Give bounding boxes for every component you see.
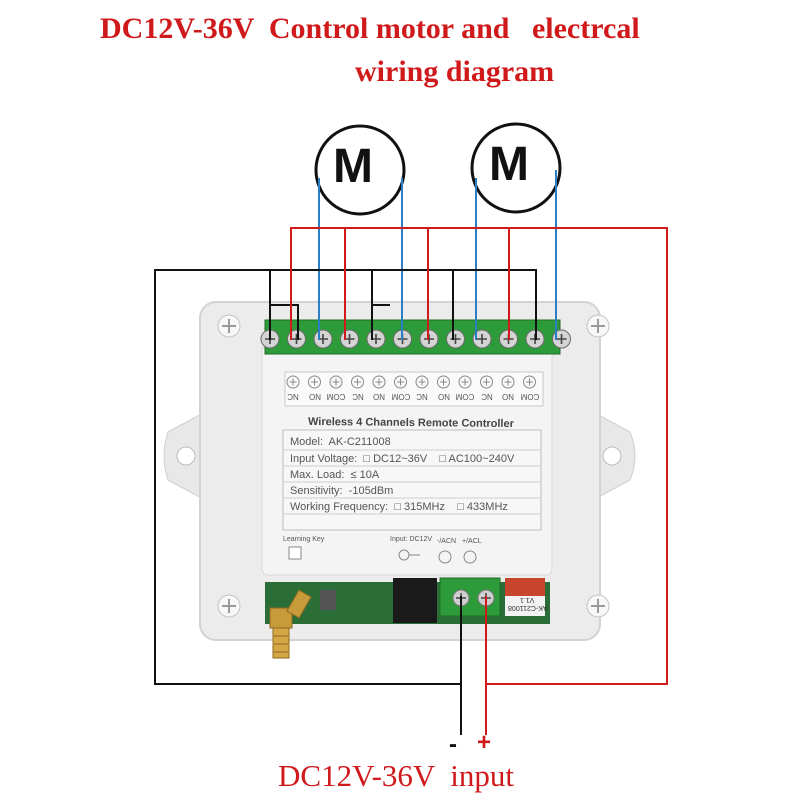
spec-input-voltage: Input Voltage: □ DC12~36V □ AC100~240V	[290, 453, 515, 465]
black-wiring	[154, 269, 537, 735]
terminal-label: NC	[351, 392, 364, 401]
motor-2-symbol: M	[489, 138, 529, 191]
strip-terminal-icon	[308, 375, 321, 389]
board-model-label: AK-C211008	[508, 604, 548, 611]
spec-label-box	[282, 429, 542, 531]
terminal-label-strip	[284, 371, 544, 407]
board-version-label: V1.1	[520, 596, 535, 603]
right-mount-hole	[602, 446, 622, 466]
learning-key-label: Learning Key	[283, 536, 325, 543]
strip-terminal-icon	[372, 375, 386, 389]
acn-label: -/ACN	[437, 538, 457, 545]
learning-key-icon	[288, 546, 302, 560]
acl-terminal-icon	[463, 550, 477, 564]
positive-terminal-sign: +	[477, 729, 492, 756]
motor-1-symbol: M	[333, 140, 373, 193]
antenna-connector	[269, 589, 312, 659]
terminal-label: NO	[308, 392, 321, 401]
spec-model: Model: AK-C211008	[290, 436, 391, 448]
terminal-label: NO	[373, 392, 385, 401]
strip-terminal-icon	[458, 375, 472, 389]
corner-screw-bl	[217, 594, 241, 618]
strip-terminal-icon	[394, 375, 407, 389]
input-voltage-caption: DC12V-36V input	[278, 758, 514, 793]
strip-terminal-icon	[286, 375, 300, 389]
output-terminal-block	[260, 319, 571, 355]
spec-frequency: Working Frequency: □ 315MHz □ 433MHz	[290, 501, 508, 513]
acl-label: +/ACL	[462, 538, 482, 545]
terminal-label: NO	[502, 392, 514, 401]
terminal-label: COM	[391, 392, 410, 401]
learning-button	[320, 590, 336, 610]
input-dc-label: Input: DC12V	[390, 536, 433, 543]
dc-jack	[393, 578, 437, 623]
strip-terminal-icon	[523, 375, 536, 389]
corner-screw-br	[586, 594, 610, 618]
corner-screw-tr	[586, 314, 610, 338]
strip-terminal-icon	[329, 375, 343, 389]
terminal-label: COM	[326, 392, 346, 401]
corner-screw-tl	[217, 314, 241, 338]
terminal-label: NO	[437, 392, 450, 401]
negative-terminal-sign: -	[449, 731, 457, 758]
strip-terminal-icon	[415, 375, 429, 389]
motor-2	[470, 122, 562, 214]
terminal-label: COM	[455, 392, 475, 401]
diagram-title-line2: wiring diagram	[355, 55, 555, 88]
red-wiring	[290, 227, 668, 735]
fuse-sticker	[505, 578, 545, 596]
motor-1	[314, 124, 406, 216]
diagram-title-line1: DC12V-36V Control motor and electrcal	[100, 12, 640, 45]
terminal-label: COM	[520, 392, 539, 401]
strip-terminal-icon	[351, 375, 364, 389]
panel-title: Wireless 4 Channels Remote Controller	[307, 415, 514, 431]
terminal-label: NC	[480, 392, 493, 401]
acn-terminal-icon	[438, 550, 452, 564]
strip-terminal-icon	[480, 375, 493, 389]
left-mount-hole	[176, 446, 196, 466]
spec-sensitivity: Sensitivity: -105dBm	[290, 485, 394, 497]
terminal-label: NC	[287, 392, 299, 401]
motor-leads	[318, 170, 557, 340]
terminal-label: NC	[416, 392, 428, 401]
spec-max-load: Max. Load: ≤ 10A	[290, 469, 380, 481]
strip-terminal-icon	[501, 375, 515, 389]
strip-terminal-icon	[437, 375, 450, 389]
pcb-bottom	[265, 577, 550, 624]
